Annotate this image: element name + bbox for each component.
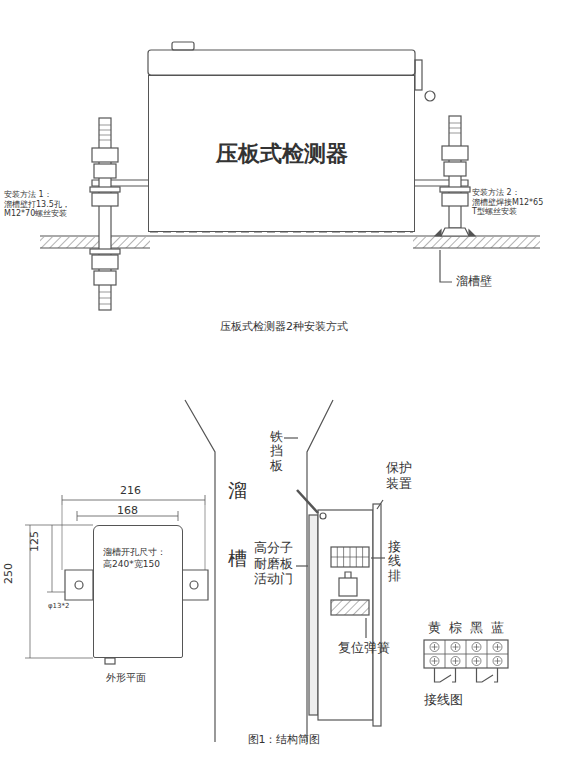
hole-note: φ13*2 (48, 602, 69, 610)
terminal-screw (474, 658, 480, 664)
terminal-screw (495, 644, 501, 650)
hinge-ring (425, 91, 435, 101)
wall-hatch (40, 237, 150, 248)
wall-line (413, 247, 540, 248)
terminal-block (424, 640, 508, 668)
sensor (339, 578, 357, 596)
wire-color: 蓝 (491, 620, 504, 636)
detector-body: 压板式检测器 (148, 75, 415, 232)
nut (442, 146, 468, 160)
terminal-screw (430, 657, 439, 666)
ear (180, 570, 208, 600)
protective-cover (373, 504, 381, 726)
switch-wire (435, 668, 456, 682)
terminal-screw (495, 658, 501, 664)
leader-line (377, 500, 383, 509)
washer (90, 249, 120, 254)
dimension: 125 (28, 531, 41, 552)
leader-line (371, 557, 385, 558)
washer (90, 187, 120, 192)
dimension: 250 (2, 563, 15, 584)
dimension: 216 (120, 484, 141, 497)
terminal-screw (432, 644, 438, 650)
install-note: 安装方法 1： 溜槽壁打13.5孔， M12*70螺丝安装 (4, 190, 86, 219)
wear-plate-door (309, 515, 318, 715)
thread (99, 292, 111, 304)
terminal-screw (451, 643, 460, 652)
leader-line (296, 565, 308, 566)
washer (440, 187, 470, 192)
housing (318, 510, 373, 720)
wire-color: 黄 (428, 620, 441, 636)
part-name: 接线排 (388, 540, 401, 583)
sensor (345, 572, 351, 578)
leader-line (440, 250, 452, 282)
terminal-screw (432, 658, 438, 664)
part-name: 保护装置 (386, 460, 416, 491)
device-name: 压板式检测器 (216, 139, 348, 169)
terminal-screw (472, 657, 481, 666)
wall-hatch (413, 237, 540, 248)
install-note: 安装方法 2： 溜槽壁焊接M12*65 T型螺丝安装 (472, 188, 556, 217)
leader-line (284, 437, 298, 438)
ear (65, 570, 93, 600)
diagram-name: 接线图 (424, 692, 463, 708)
lid (148, 50, 415, 75)
part-name: 溜槽壁 (456, 274, 492, 288)
part-name: 铁挡板 (270, 430, 283, 473)
hole (75, 581, 83, 589)
terminal-screw (493, 657, 502, 666)
chute-name: 溜槽 (228, 456, 247, 593)
nut (92, 193, 118, 206)
hole (190, 581, 198, 589)
pivot (320, 513, 326, 519)
terminal-screw (453, 644, 459, 650)
terminal-screw (451, 657, 460, 666)
terminal-cells (424, 640, 508, 668)
terminal-strip (331, 547, 369, 567)
wire-color: 棕 (449, 620, 462, 636)
switch-wire (477, 668, 498, 682)
reset-spring (331, 600, 369, 615)
weld (435, 230, 475, 236)
nut (94, 271, 116, 285)
nut (92, 148, 118, 162)
thread (449, 123, 461, 133)
part-name: 复位弹簧 (338, 640, 390, 656)
nut (442, 193, 468, 206)
thread (99, 125, 111, 140)
part-name: 高分子耐磨板活动门 (254, 540, 295, 587)
figure-caption: 压板式检测器2种安装方式 (0, 320, 568, 333)
nut (94, 164, 116, 178)
iron-baffle (297, 490, 318, 513)
cutout-note: 溜槽开孔尺寸：高240*宽150 (103, 546, 171, 570)
wire-color: 黑 (470, 620, 483, 636)
cable-gland (105, 658, 115, 664)
nut (444, 162, 466, 176)
terminal-cells (331, 547, 369, 567)
hinge (415, 60, 422, 90)
dimension-line (25, 525, 93, 658)
terminal-screw (430, 643, 439, 652)
terminal-screw (493, 643, 502, 652)
nut (92, 255, 118, 269)
leader-line (365, 618, 366, 638)
terminal-screw (453, 658, 459, 664)
tab (172, 42, 194, 50)
terminal-screw (474, 644, 480, 650)
figure-caption: 图1：结构简图 (0, 733, 568, 746)
dimension-line (47, 525, 65, 592)
view-name: 外形平面 (106, 672, 146, 684)
dimension: 168 (117, 504, 138, 517)
front-outline: 溜槽开孔尺寸：高240*宽150 (93, 525, 183, 658)
terminal-screw (472, 643, 481, 652)
t-bolt-head (441, 228, 469, 236)
